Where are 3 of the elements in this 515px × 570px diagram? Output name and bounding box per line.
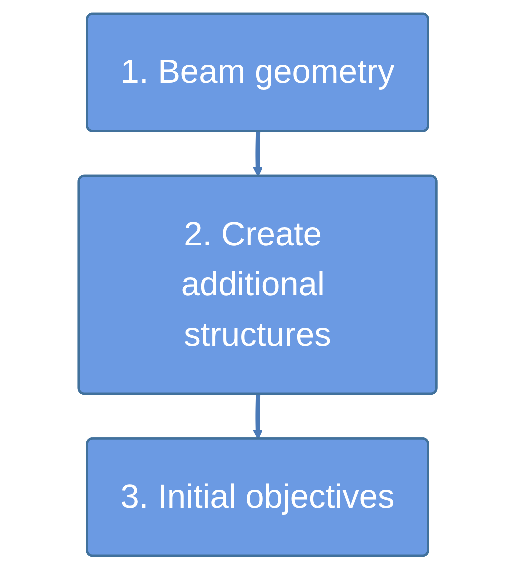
arrow	[252, 132, 263, 178]
flowchart-drawing: 1. Beam geometry 2. Create additional structures 3. Initial objectives	[70, 5, 446, 565]
arrow	[252, 394, 263, 440]
